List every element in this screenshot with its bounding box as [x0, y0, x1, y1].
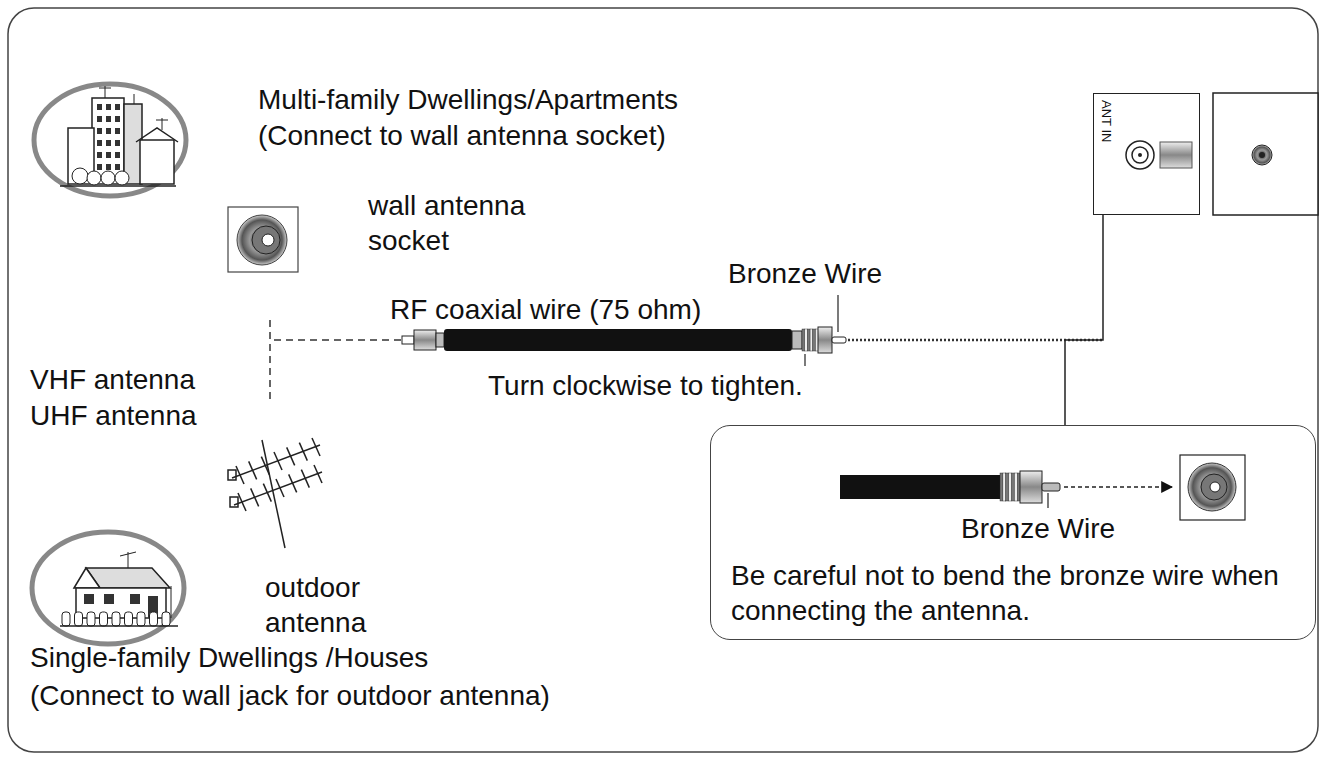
- dashed-connection: [270, 320, 402, 400]
- house-icon: [32, 532, 184, 644]
- label-text: Bronze Wire: [728, 256, 882, 291]
- outdoor-antenna: [228, 438, 322, 548]
- connector-line: [1065, 215, 1103, 425]
- wall-antenna-socket: [228, 207, 298, 272]
- label-text: (Connect to wall jack for outdoor antenn…: [30, 678, 550, 713]
- note-text: Be careful not to bend the bronze wire w…: [731, 558, 1306, 628]
- outer-frame: [8, 8, 1318, 752]
- label-text: outdoor antenna: [265, 570, 425, 640]
- coaxial-cable: [402, 327, 846, 353]
- label-text: (Connect to wall antenna socket): [258, 118, 666, 153]
- apartment-icon: [34, 84, 186, 196]
- leader-line: [804, 354, 805, 366]
- tv-ant-in-panel: [1126, 93, 1318, 215]
- note-text: Bronze Wire: [961, 511, 1115, 546]
- tv-panel-box: ANT IN: [1093, 93, 1200, 215]
- inset-cable: [840, 455, 1245, 520]
- port-label: ANT IN: [1099, 100, 1114, 142]
- label-text: UHF antenna: [30, 398, 197, 433]
- label-text: Multi-family Dwellings/Apartments: [258, 82, 678, 117]
- label-text: Turn clockwise to tighten.: [488, 368, 803, 403]
- label-text: VHF antenna: [30, 362, 195, 397]
- leader-line: [837, 295, 838, 332]
- inset-box: Bronze Wire Be careful not to bend the br…: [710, 425, 1316, 640]
- label-text: RF coaxial wire (75 ohm): [390, 292, 701, 327]
- label-text: wall antenna socket: [368, 188, 598, 258]
- label-text: Single-family Dwellings /Houses: [30, 640, 428, 675]
